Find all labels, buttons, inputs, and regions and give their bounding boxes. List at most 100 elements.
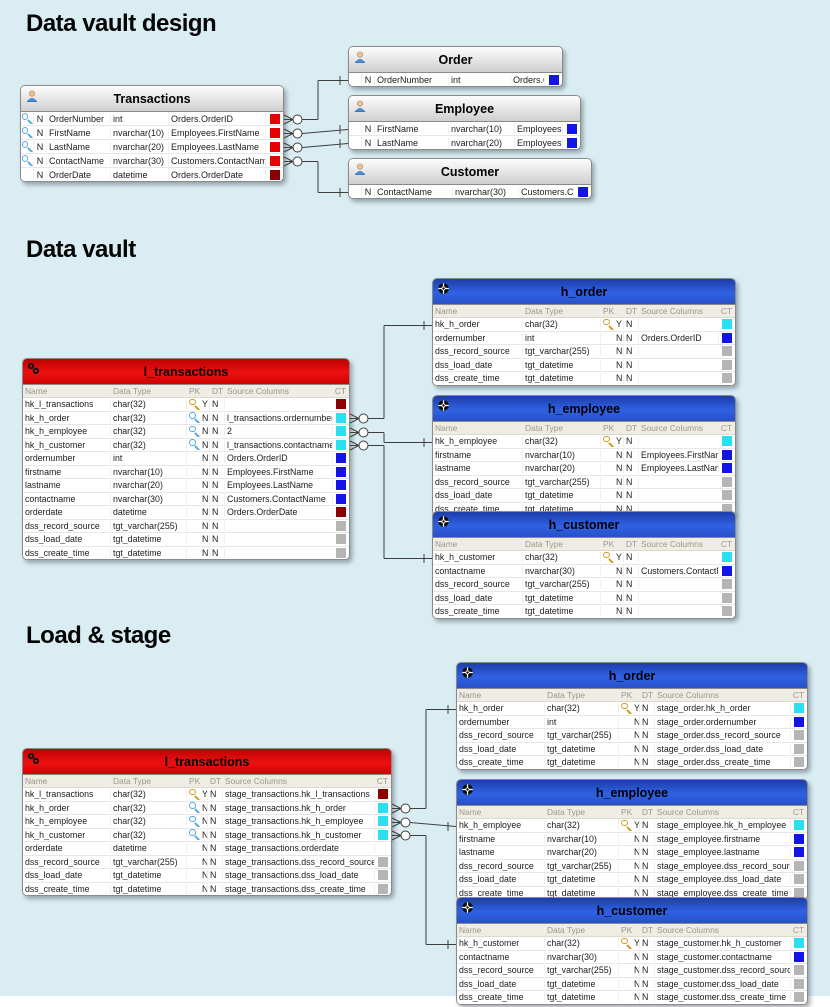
table-row[interactable]: contactname nvarchar(30) N N stage_custo… [457,950,807,964]
table-row[interactable]: lastname nvarchar(20) N N Employees.Last… [433,462,735,476]
table-row[interactable]: dss_load_date tgt_datetime N N stage_cus… [457,977,807,991]
column-type: int [111,113,169,124]
table-header[interactable]: Transactions [21,86,283,112]
table-row[interactable]: hk_h_order char(32) Y N [433,318,735,332]
table-row[interactable]: N FirstName nvarchar(10) Employees.First… [349,122,580,136]
key-cell [21,127,34,138]
table-row[interactable]: ordernumber int N N stage_order.ordernum… [457,715,807,729]
column-type: tgt_varchar(255) [523,579,601,590]
table-row[interactable]: firstname nvarchar(10) N N Employees.Fir… [23,465,349,479]
table-row[interactable]: dss_create_time tgt_datetime N N stage_o… [457,756,807,769]
table-row[interactable]: N OrderDate datetime Orders.OrderDate [21,168,283,181]
table-header[interactable]: h_employee [457,780,807,806]
key-cell [21,141,34,152]
table-row[interactable]: dss_create_time tgt_datetime N N stage_e… [457,886,807,899]
column-name: dss_record_source [433,346,523,357]
table-row[interactable]: dss_load_date tgt_datetime N N [433,591,735,605]
table-row[interactable]: dss_create_time tgt_datetime N N [433,605,735,618]
table-row[interactable]: hk_h_employee char(32) N N stage_transac… [23,815,391,829]
table-row[interactable]: N OrderNumber int Orders.OrderID [21,112,283,126]
table-row[interactable]: ordernumber int N N Orders.OrderID [433,331,735,345]
table-row[interactable]: hk_h_customer char(32) N N l_transaction… [23,438,349,452]
table-header[interactable]: h_customer [457,898,807,924]
dt-flag: N [640,703,655,714]
table-row[interactable]: dss_record_source tgt_varchar(255) N N s… [457,964,807,978]
table-header[interactable]: Order [349,47,562,73]
ct-cell [266,113,283,124]
table-row[interactable]: orderdate datetime N N stage_transaction… [23,842,391,856]
table-row[interactable]: dss_record_source tgt_varchar(255) N N s… [457,729,807,743]
table-header[interactable]: l_transactions [23,359,349,385]
table-row[interactable]: hk_l_transactions char(32) Y N [23,398,349,412]
table-row[interactable]: dss_create_time tgt_datetime N N [23,546,349,559]
table-row[interactable]: hk_h_customer char(32) Y N [433,551,735,565]
table-row[interactable]: lastname nvarchar(20) N N stage_employee… [457,846,807,860]
table-header[interactable]: h_order [433,279,735,305]
table-row[interactable]: firstname nvarchar(10) N N stage_employe… [457,832,807,846]
table-row[interactable]: contactname nvarchar(30) N N Customers.C… [23,492,349,506]
table-row[interactable]: dss_record_source tgt_varchar(255) N N [433,345,735,359]
table-row[interactable]: hk_h_order char(32) N N stage_transactio… [23,801,391,815]
table-row[interactable]: N ContactName nvarchar(30) Customers.Con… [21,154,283,168]
table-order[interactable]: Order N OrderNumber int Orders.OrderID [348,46,563,87]
table-row[interactable]: dss_load_date tgt_datetime N N [433,358,735,372]
table-row[interactable]: dss_create_time tgt_datetime N N stage_c… [457,991,807,1004]
table-header[interactable]: l_transactions [23,749,391,775]
table-row[interactable]: dss_load_date tgt_datetime N N [433,489,735,503]
table-header[interactable]: h_employee [433,396,735,422]
table-row[interactable]: ordernumber int N N Orders.OrderID [23,452,349,466]
column-name: FirstName [47,127,111,138]
table-row[interactable]: dss_load_date tgt_datetime N N [23,533,349,547]
table-row[interactable]: hk_h_customer char(32) N N stage_transac… [23,828,391,842]
table-row[interactable]: dss_load_date tgt_datetime N N stage_ord… [457,742,807,756]
table-customer[interactable]: Customer N ContactName nvarchar(30) Cust… [348,158,592,199]
table-row[interactable]: hk_h_order char(32) Y N stage_order.hk_h… [457,702,807,716]
table-row[interactable]: dss_create_time tgt_datetime N N [433,372,735,385]
table-row[interactable]: hk_l_transactions char(32) Y N stage_tra… [23,788,391,802]
table-row[interactable]: dss_record_source tgt_varchar(255) N N [433,475,735,489]
table-row[interactable]: dss_record_source tgt_varchar(255) N N s… [457,859,807,873]
table-employee[interactable]: Employee N FirstName nvarchar(10) Employ… [348,95,581,150]
table-row[interactable]: hk_h_order char(32) N N l_transactions.o… [23,411,349,425]
table-header[interactable]: h_customer [433,512,735,538]
table-row[interactable]: N FirstName nvarchar(10) Employees.First… [21,126,283,140]
table-row[interactable]: dss_load_date tgt_datetime N N stage_emp… [457,873,807,887]
column-name: dss_load_date [457,743,545,754]
table-row[interactable]: hk_h_employee char(32) Y N stage_employe… [457,819,807,833]
pk-flag: Y [634,820,640,831]
column-name: dss_create_time [457,757,545,768]
table-row[interactable]: hk_h_employee char(32) Y N [433,435,735,449]
pk-cell: N [619,743,640,755]
table-row[interactable]: dss_record_source tgt_varchar(255) N N s… [23,855,391,869]
table-row[interactable]: N LastName nvarchar(20) Employees.LastNa… [349,136,580,149]
table-header[interactable]: Customer [349,159,591,185]
table-row[interactable]: orderdate datetime N N Orders.OrderDate [23,506,349,520]
table-row[interactable]: dss_create_time tgt_datetime N N stage_t… [23,882,391,895]
table-row[interactable]: N ContactName nvarchar(30) Customers.Con… [349,185,591,198]
table-row[interactable]: firstname nvarchar(10) N N Employees.Fir… [433,448,735,462]
ct-swatch [270,169,280,180]
table-row[interactable]: contactname nvarchar(30) N N Customers.C… [433,564,735,578]
table-transactions[interactable]: Transactions N OrderNumber int Orders.Or… [20,85,284,182]
table-header[interactable]: Employee [349,96,580,122]
table-row[interactable]: dss_record_source tgt_varchar(255) N N [23,519,349,533]
table-header[interactable]: h_order [457,663,807,689]
table-row[interactable]: lastname nvarchar(20) N N Employees.Last… [23,479,349,493]
table-row[interactable]: dss_load_date tgt_datetime N N stage_tra… [23,869,391,883]
column-name: dss_create_time [433,503,523,514]
table-row[interactable]: N OrderNumber int Orders.OrderID [349,73,562,86]
table-row[interactable]: dss_record_source tgt_varchar(255) N N [433,578,735,592]
table-row[interactable]: hk_h_customer char(32) Y N stage_custome… [457,937,807,951]
dt-flag: N [640,938,655,949]
table-row[interactable]: hk_h_employee char(32) N N 2 [23,425,349,439]
table-row[interactable]: N LastName nvarchar(20) Employees.LastNa… [21,140,283,154]
